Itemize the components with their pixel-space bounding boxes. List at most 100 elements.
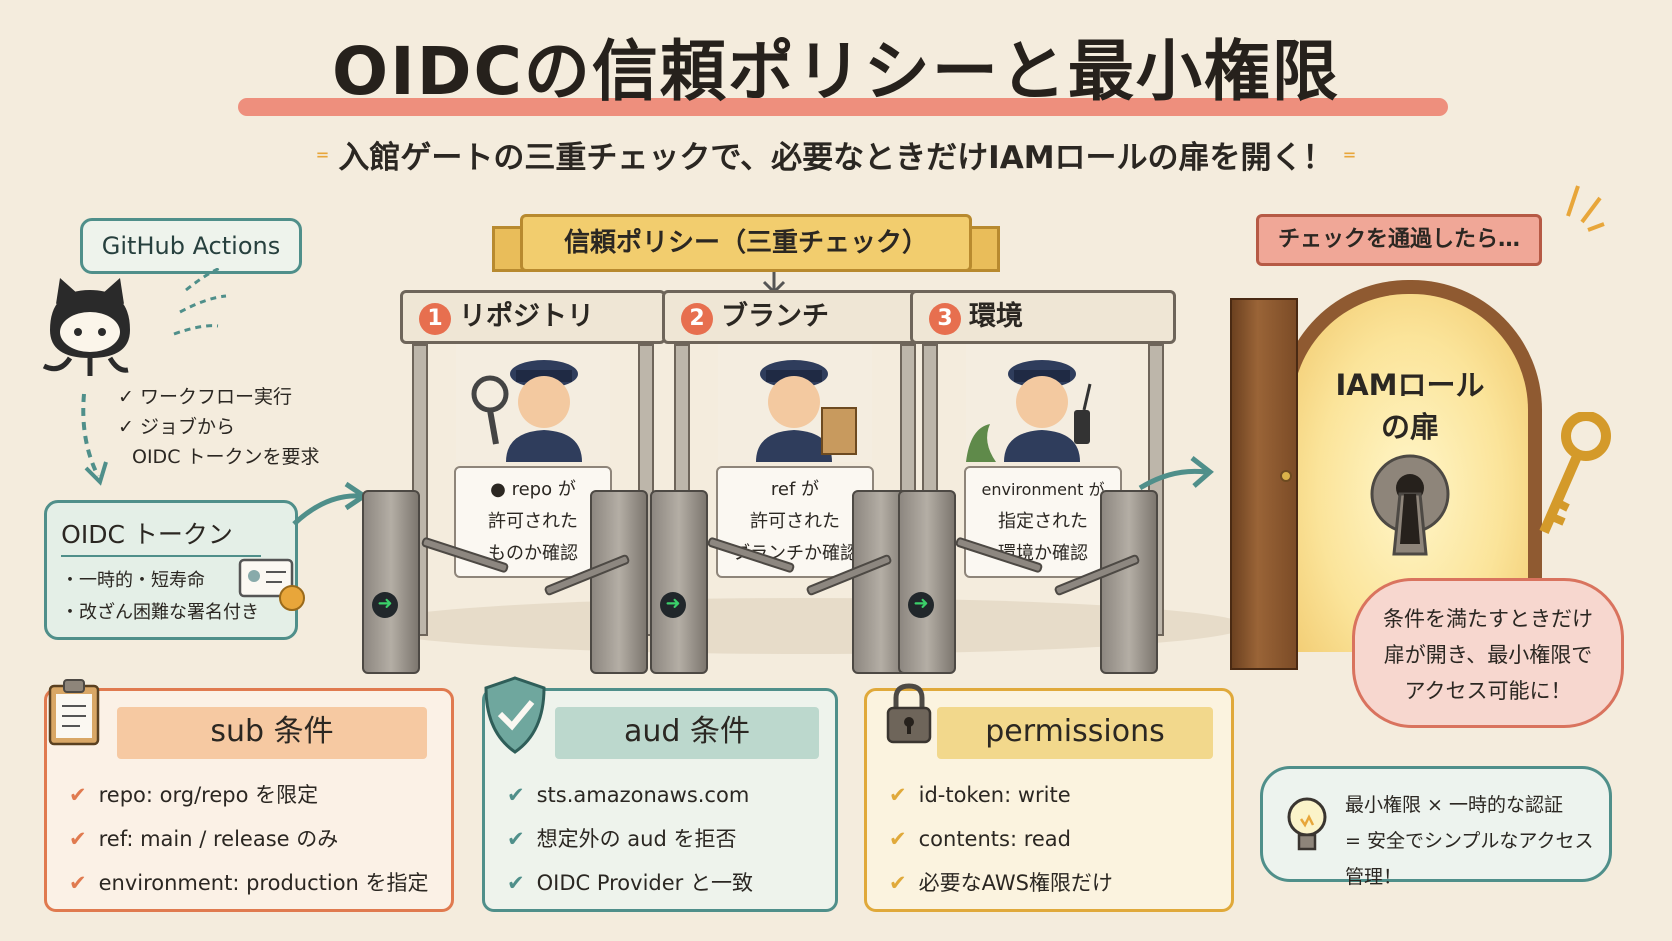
check-icon: ✔	[889, 783, 907, 807]
title-underline	[238, 98, 1448, 116]
gate-number: 3	[929, 303, 961, 335]
gate-header: 3 環境	[910, 290, 1176, 344]
gate-repository: 1 リポジトリ ● repo が 許可された ものか確認 ➜	[362, 290, 666, 674]
clipboard-icon	[48, 679, 100, 746]
page-title: OIDCの信頼ポリシーと最小権限	[332, 33, 1340, 110]
lightbulb-icon	[1287, 797, 1327, 851]
door-label: IAMロール の扉	[1292, 364, 1528, 448]
gate-branch: 2 ブランチ ref が 許可された ブランチか確認 ➜	[650, 290, 928, 674]
door-callout: 条件を満たすときだけ 扉が開き、最小権限で アクセス可能に！	[1352, 578, 1624, 728]
right-arrow-icon	[292, 481, 369, 526]
door-label-line: の扉	[1380, 410, 1439, 444]
green-arrow-icon: ➜	[372, 592, 398, 618]
insight-box: 最小権限 × 一時的な認証 = 安全でシンプルなアクセス管理！	[1260, 766, 1612, 888]
door-leaf	[1230, 298, 1298, 670]
check-icon: ✔	[889, 871, 907, 895]
guard-radio-icon	[966, 360, 1092, 462]
gate-note-line: ref が	[770, 479, 820, 500]
card-item: ✔OIDC Provider と一致	[507, 871, 753, 895]
right-arrow-icon	[1138, 456, 1214, 491]
card-item: ✔想定外の aud を拒否	[507, 827, 737, 851]
gate-note-line: ● repo が	[490, 479, 576, 500]
check-icon: ✔	[507, 783, 525, 807]
gate-note-line: 指定された	[998, 511, 1088, 532]
card-item: ✔id-token: write	[889, 783, 1071, 807]
gate-label: リポジトリ	[459, 301, 594, 332]
aud-condition-card: aud 条件 ✔sts.amazonaws.com ✔想定外の aud を拒否 …	[482, 688, 838, 912]
token-item: ・改ざん困難な署名付き	[61, 602, 259, 623]
gate-header: 2 ブランチ	[662, 290, 928, 344]
id-card-icon	[238, 558, 305, 611]
sub-condition-card: sub 条件 ✔repo: org/repo を限定 ✔ref: main / …	[44, 688, 454, 912]
check-icon: ✔	[69, 871, 87, 895]
gate-note-line: 許可された	[750, 511, 840, 532]
callout-line: アクセス可能に！	[1404, 679, 1572, 703]
actor-step: ✓ ワークフロー実行	[118, 386, 292, 408]
card-title: aud 条件	[555, 707, 819, 759]
token-items: ・一時的・短寿命 ・改ざん困難な署名付き	[61, 565, 259, 629]
gate-note-line: environment が	[981, 480, 1105, 499]
octocat-icon	[42, 278, 130, 376]
actor-step: OIDC トークンを要求	[132, 446, 320, 468]
gate-label: 環境	[969, 301, 1023, 332]
gate-note-line: 許可された	[488, 511, 578, 532]
callout-line: 条件を満たすときだけ	[1383, 607, 1593, 631]
divider	[61, 555, 261, 557]
callout-line: 扉が開き、最小権限で	[1383, 643, 1593, 667]
turnstile-right	[590, 490, 648, 674]
guard-booth	[966, 344, 1120, 462]
check-icon: ✔	[69, 783, 87, 807]
check-icon: ✔	[889, 827, 907, 851]
check-icon: ✔	[507, 871, 525, 895]
green-arrow-icon: ➜	[908, 592, 934, 618]
insight-line: 最小権限 × 一時的な認証	[1345, 794, 1563, 816]
github-actions-bubble: GitHub Actions	[80, 218, 302, 274]
card-title: sub 条件	[117, 707, 427, 759]
down-arrow-icon	[81, 393, 108, 486]
card-item: ✔repo: org/repo を限定	[69, 783, 319, 807]
padlock-icon	[886, 683, 932, 744]
green-arrow-icon: ➜	[660, 592, 686, 618]
gate-environment: 3 環境 environment が 指定された 環境か確認 ➜	[898, 290, 1176, 674]
guard-booth	[456, 344, 610, 462]
card-items: ✔id-token: write ✔contents: read ✔必要なAWS…	[889, 773, 1113, 905]
card-item: ✔ref: main / release のみ	[69, 827, 339, 851]
signal-lines-icon	[173, 268, 227, 336]
turnstile-left: ➜	[898, 490, 956, 674]
token-item: ・一時的・短寿命	[61, 570, 205, 591]
guard-magnifier-icon	[471, 360, 582, 462]
gate-note: environment が 指定された 環境か確認	[964, 466, 1122, 578]
subtitle-text: 入館ゲートの三重チェックで、必要なときだけIAMロールの扉を開く！	[338, 140, 1334, 176]
card-item: ✔必要なAWS権限だけ	[889, 871, 1113, 895]
guard-clipboard-icon	[756, 360, 857, 462]
door-label-line: IAMロール	[1335, 368, 1485, 402]
gate-header: 1 リポジトリ	[400, 290, 666, 344]
token-title: OIDC トークン	[61, 520, 233, 549]
card-item: ✔environment: production を指定	[69, 871, 429, 895]
keyhole-icon	[1370, 454, 1450, 556]
gate-note: ref が 許可された ブランチか確認	[716, 466, 874, 578]
card-items: ✔sts.amazonaws.com ✔想定外の aud を拒否 ✔OIDC P…	[507, 773, 753, 905]
gate-floor-shadow	[366, 598, 1246, 654]
card-item: ✔contents: read	[889, 827, 1071, 851]
check-icon: ✔	[69, 827, 87, 851]
door-knob-icon	[1280, 470, 1292, 482]
shield-check-icon	[484, 676, 546, 754]
golden-key-icon	[1539, 412, 1611, 534]
turnstile-left: ➜	[650, 490, 708, 674]
subtitle: ⁼ 入館ゲートの三重チェックで、必要なときだけIAMロールの扉を開く！ ⁼	[0, 132, 1672, 177]
gate-note-line: ものか確認	[488, 543, 578, 564]
gate-number: 2	[681, 303, 713, 335]
card-item: ✔sts.amazonaws.com	[507, 783, 750, 807]
turnstile-left: ➜	[362, 490, 420, 674]
sparkle-icon: ⁼	[1333, 145, 1357, 175]
card-title: permissions	[937, 707, 1213, 759]
trust-policy-banner: 信頼ポリシー（三重チェック）	[520, 214, 972, 272]
door-banner: チェックを通過したら…	[1256, 214, 1542, 266]
gate-number: 1	[419, 303, 451, 335]
card-items: ✔repo: org/repo を限定 ✔ref: main / release…	[69, 773, 429, 905]
check-icon: ✔	[507, 827, 525, 851]
github-icon: ●	[490, 479, 506, 500]
turnstile-right	[1100, 490, 1158, 674]
actor-step: ✓ ジョブから	[118, 416, 235, 438]
